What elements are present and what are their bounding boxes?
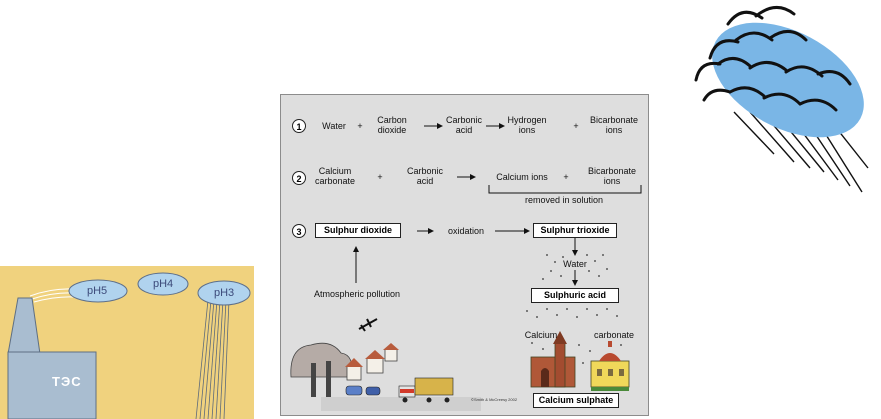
calcium-sulphate-box: Calcium sulphate [533,393,619,408]
cloud-ph5 [68,279,128,303]
r1-bicarbonate-ions: Bicarbonate ions [589,115,639,135]
power-plant-drawing [7,272,251,419]
diagram-arrows [290,123,642,411]
r1-hydrogen-ions: Hydrogen ions [507,115,547,135]
r2-calcium-carbonate: Calcium carbonate [314,166,356,186]
power-plant-label: ТЭС [52,374,82,389]
sulphur-dioxide-box: Sulphur dioxide [315,223,401,238]
reaction-2-number: 2 [292,171,306,185]
cloud-label-ph3: pH3 [214,287,235,299]
r3-carbonate: carbonate [593,330,635,340]
acid-rain-diagram: 1 Water + Carbon dioxide Carbonic acid H… [280,94,649,416]
r1-water: Water [322,121,346,131]
factory-building [7,297,97,419]
reaction-1-number: 1 [292,119,306,133]
sulphur-trioxide-box: Sulphur trioxide [533,223,617,238]
r2-removed-in-solution: removed in solution [524,195,604,205]
r1-carbon-dioxide: Carbon dioxide [377,115,407,135]
r2-plus-1: + [377,172,383,182]
r1-plus-1: + [357,121,363,131]
cloud-body [712,22,864,138]
reaction-3-number: 3 [292,224,306,238]
copyright-note: ©Smith & McCreesy 2002 [471,397,518,402]
r2-carbonic-acid: Carbonic acid [406,166,444,186]
historic-buildings [530,331,630,391]
rain-cloud-icon [694,6,869,193]
smoke-lines [29,288,76,303]
r2-plus-2: + [563,172,569,182]
sulphuric-acid-box: Sulphuric acid [531,288,619,303]
ph-clouds [68,272,251,306]
power-plant-illustration: ТЭС pH5 pH4 pH3 [0,266,254,419]
r3-oxidation: oxidation [447,226,485,236]
rain-drops [526,254,622,366]
cloud-label-ph4: pH4 [153,278,174,290]
cloud-ph4 [137,272,189,296]
r2-bicarbonate-ions: Bicarbonate ions [587,166,637,186]
airplane-icon [358,318,378,332]
r2-calcium-ions: Calcium ions [496,172,548,182]
rain-streaks [195,299,230,419]
town-scenery [290,342,481,411]
cloud-outline [694,6,852,112]
cloud-label-ph5: pH5 [87,285,108,297]
r1-plus-2: + [573,121,579,131]
bracket-r2 [488,185,642,194]
r3-water: Water [563,259,587,269]
r3-calcium: Calcium [524,330,558,340]
r1-carbonic-acid: Carbonic acid [445,115,483,135]
atmospheric-pollution-label: Atmospheric pollution [313,289,401,299]
cloud-ph3 [197,280,251,306]
